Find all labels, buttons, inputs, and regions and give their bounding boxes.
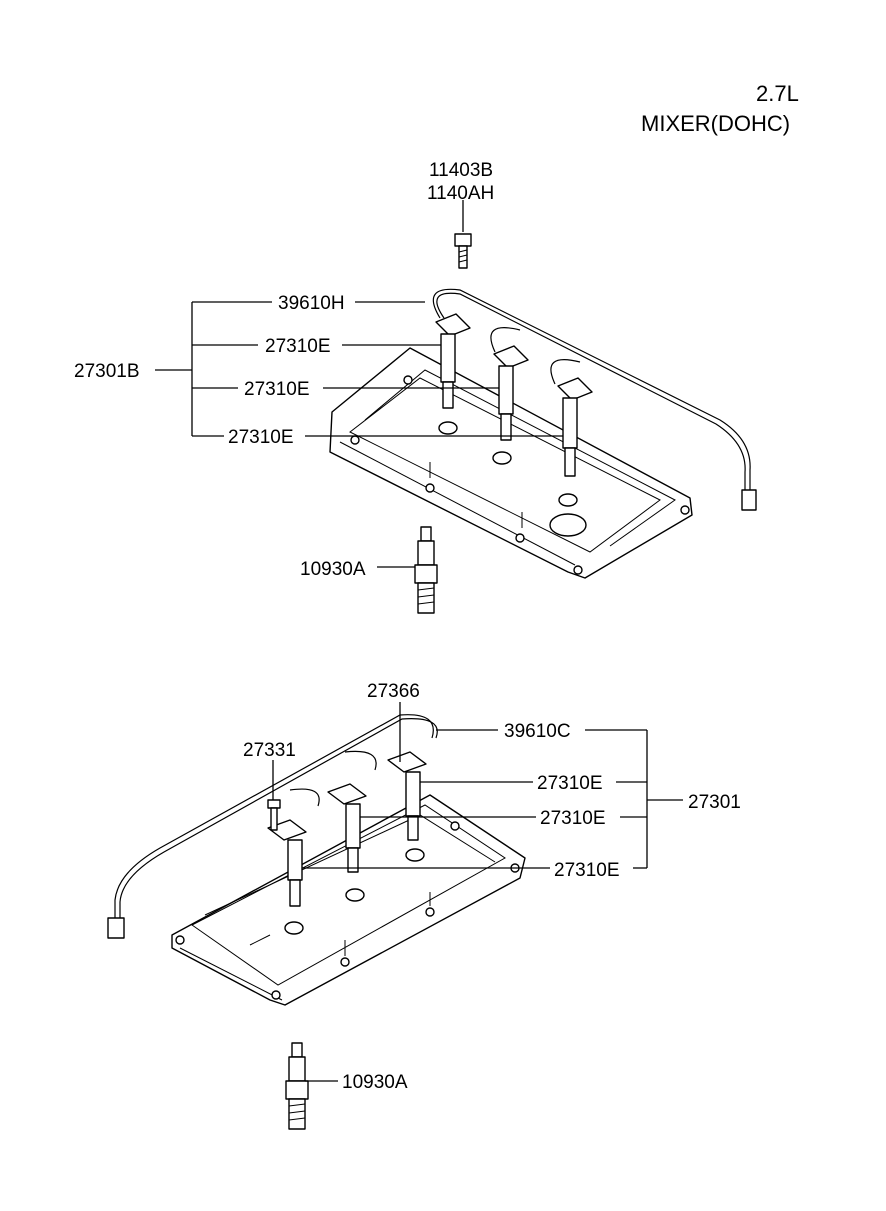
upper-coil-part-no-3: 27310E — [228, 427, 294, 448]
upper-bolt-part-no-2: 1140AH — [427, 183, 494, 204]
engine-label: 2.7L — [756, 81, 799, 106]
lower-coil-part-no-1: 27310E — [537, 773, 603, 794]
lower-bolt-part-no: 27331 — [243, 740, 296, 761]
upper-assembly: 11403B 1140AH 39610H 27301B 27310E 27310… — [74, 160, 757, 614]
upper-ignition-coil-2 — [493, 345, 529, 441]
lower-cable-connector — [107, 917, 125, 939]
lower-assembly-part-no: 27301 — [688, 792, 741, 813]
variant-label: MIXER(DOHC) — [641, 111, 790, 136]
lower-cable-part-no: 39610C — [504, 721, 571, 742]
lower-assembly: 27366 27331 39610C 27301 27310E 27310E 2… — [107, 681, 741, 1130]
lower-bracket-part-no: 27366 — [367, 681, 420, 702]
lower-coil-part-no-3: 27310E — [554, 860, 620, 881]
upper-valve-cover — [329, 347, 693, 579]
upper-bolt — [454, 200, 472, 269]
lower-spark-plug-part-no: 10930A — [342, 1072, 408, 1093]
upper-cable — [432, 288, 751, 490]
upper-spark-plug-part-no: 10930A — [300, 559, 366, 580]
lower-cable — [114, 714, 434, 918]
upper-spark-plug — [414, 526, 438, 614]
lower-ignition-coil-1 — [387, 751, 427, 841]
upper-cable-connector — [741, 489, 757, 511]
lower-bolt — [267, 799, 281, 831]
lower-ignition-coil-2 — [327, 783, 367, 873]
upper-assembly-part-no: 27301B — [74, 361, 140, 382]
upper-ignition-coil-3 — [557, 377, 593, 477]
upper-bolt-part-no-1: 11403B — [429, 160, 493, 181]
upper-cable-part-no: 39610H — [278, 293, 345, 314]
lower-coil-part-no-2: 27310E — [540, 808, 606, 829]
upper-coil-part-no-1: 27310E — [265, 336, 331, 357]
lower-spark-plug — [285, 1042, 309, 1130]
upper-ignition-coil-1 — [435, 313, 471, 409]
upper-coil-part-no-2: 27310E — [244, 379, 310, 400]
